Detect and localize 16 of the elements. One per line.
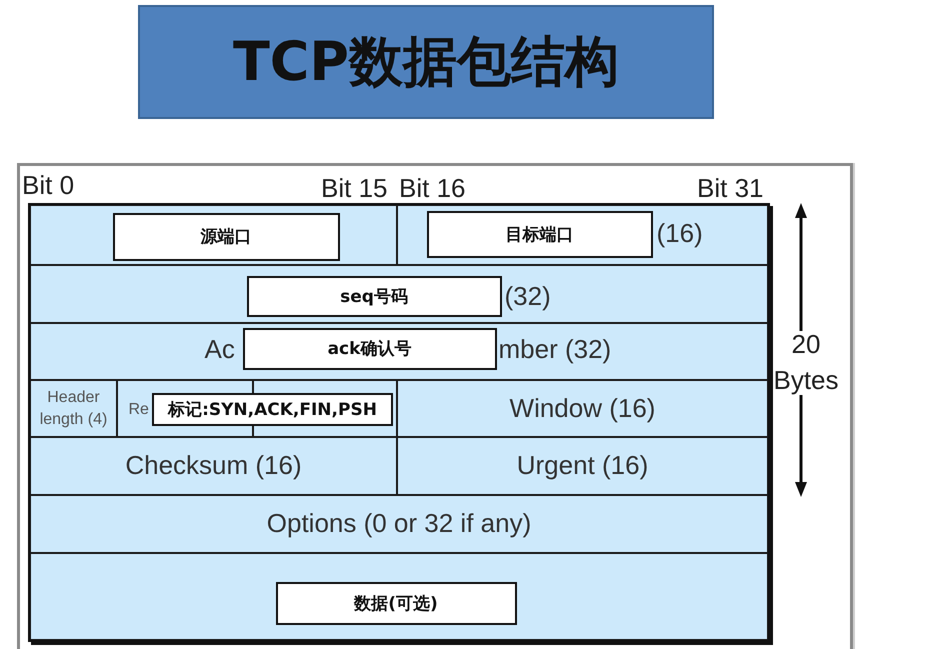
bit-label: Bit 15 <box>321 173 388 203</box>
field-label: (16) <box>656 218 703 249</box>
field-label: Checksum (16) <box>125 450 302 482</box>
size-label: 20 Bytes <box>772 328 840 397</box>
field-label: Window (16) <box>510 392 656 424</box>
field-label: Header length (4) <box>38 388 108 430</box>
field-label: Urgent (16) <box>516 450 648 482</box>
bit-label: Bit 31 <box>697 173 764 203</box>
field-label: Options (0 or 32 if any) <box>266 508 532 540</box>
bit-label: Bit 0 <box>22 170 74 200</box>
field-label: mber (32) <box>498 334 612 365</box>
diagram-title: TCP数据包结构 <box>232 32 620 92</box>
field-label: (32) <box>504 281 551 312</box>
field-label: Re <box>128 400 149 419</box>
field-label: Ac <box>204 334 235 365</box>
bit-label: Bit 16 <box>399 173 466 203</box>
